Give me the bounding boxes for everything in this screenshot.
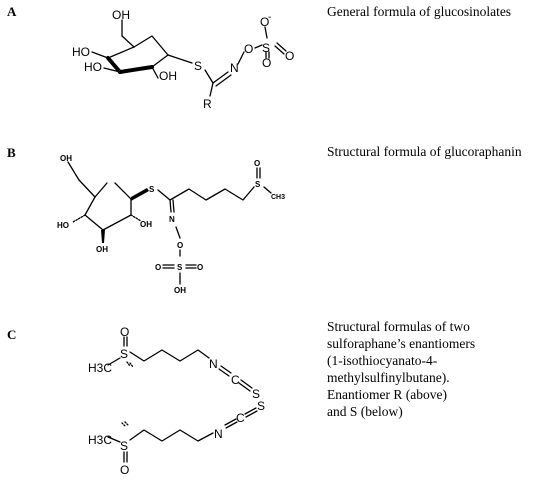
b-ch3: CH3	[271, 194, 285, 201]
caption-a: General formula of glucosinolates	[327, 3, 511, 20]
caption-a-line: General formula of glucosinolates	[327, 4, 512, 19]
structure-a-bonds	[91, 19, 287, 97]
b-s-sulfinyl: S	[255, 180, 261, 189]
structure-c-s-labels: H3C S O N C S	[88, 399, 265, 477]
caption-c-line-1: Structural formulas of two	[327, 319, 470, 334]
b-oh-sulfo: OH	[174, 286, 186, 295]
a-o-minus: O	[260, 15, 269, 29]
c-s-o: O	[120, 463, 129, 477]
a-s-sulfo: S	[262, 41, 270, 55]
panel-letter-c: C	[7, 327, 17, 342]
c-r-c: C	[231, 373, 240, 387]
panel-letter-a: A	[7, 4, 17, 19]
caption-b: Structural formula of glucoraphanin	[327, 143, 522, 160]
a-o-link: O	[244, 42, 253, 56]
structure-a-labels: OH HO HO OH S N R O S O - O O	[72, 8, 294, 111]
b-oh-right: OH	[140, 220, 152, 229]
b-oh-bottom: OH	[96, 245, 108, 254]
a-o-bottom: O	[262, 56, 271, 70]
a-o-right: O	[285, 49, 294, 63]
caption-c-line-2: sulforaphane’s enantiomers	[327, 336, 476, 351]
caption-c: Structural formulas of two sulforaphane’…	[327, 318, 475, 420]
b-n: N	[169, 215, 175, 224]
b-oh-top: OH	[60, 154, 72, 163]
c-s-n: N	[214, 427, 223, 441]
caption-c-line-6: and S (below)	[327, 404, 403, 419]
structure-c-r-bonds	[107, 336, 253, 392]
structure-b-bonds	[67, 161, 272, 285]
a-s-thio: S	[194, 59, 202, 73]
a-minus: -	[268, 12, 271, 23]
c-r-s-end: S	[252, 387, 260, 401]
caption-c-line-5: Enantiomer R (above)	[327, 387, 447, 402]
b-o-sulfinyl: O	[254, 159, 260, 168]
panel-letter-b: B	[7, 145, 16, 160]
c-r-h3c: H3C	[88, 361, 112, 375]
a-r: R	[203, 97, 212, 111]
caption-c-line-3: (1-isothiocyanato-4-	[327, 353, 438, 368]
caption-c-line-4: methylsulfinylbutane).	[327, 370, 450, 385]
caption-b-line: Structural formula of glucoraphanin	[327, 144, 522, 159]
b-s-thio: S	[149, 185, 155, 194]
b-o-left: O	[155, 263, 161, 272]
structure-c-s-bonds	[107, 407, 258, 463]
a-ho-lower: HO	[84, 60, 102, 74]
c-s-s: S	[120, 439, 128, 453]
b-o-link: O	[177, 241, 183, 250]
c-r-n: N	[209, 357, 218, 371]
b-s-sulfo: S	[177, 263, 183, 272]
structure-b-labels: OH HO OH OH S N O S O O OH O S CH3	[57, 154, 285, 295]
c-r-s: S	[120, 347, 128, 361]
structure-c-r-labels: O S H3C N C S	[88, 325, 260, 401]
a-ho-left: HO	[72, 45, 90, 59]
c-s-s-end: S	[257, 399, 265, 413]
a-oh-top: OH	[112, 8, 130, 22]
c-s-c: C	[236, 411, 245, 425]
c-s-h3c: H3C	[88, 433, 112, 447]
b-ho-left: HO	[57, 221, 69, 230]
c-r-o: O	[120, 325, 129, 339]
a-n: N	[230, 61, 239, 75]
a-oh-bottom: OH	[159, 69, 177, 83]
b-o-right: O	[197, 263, 203, 272]
